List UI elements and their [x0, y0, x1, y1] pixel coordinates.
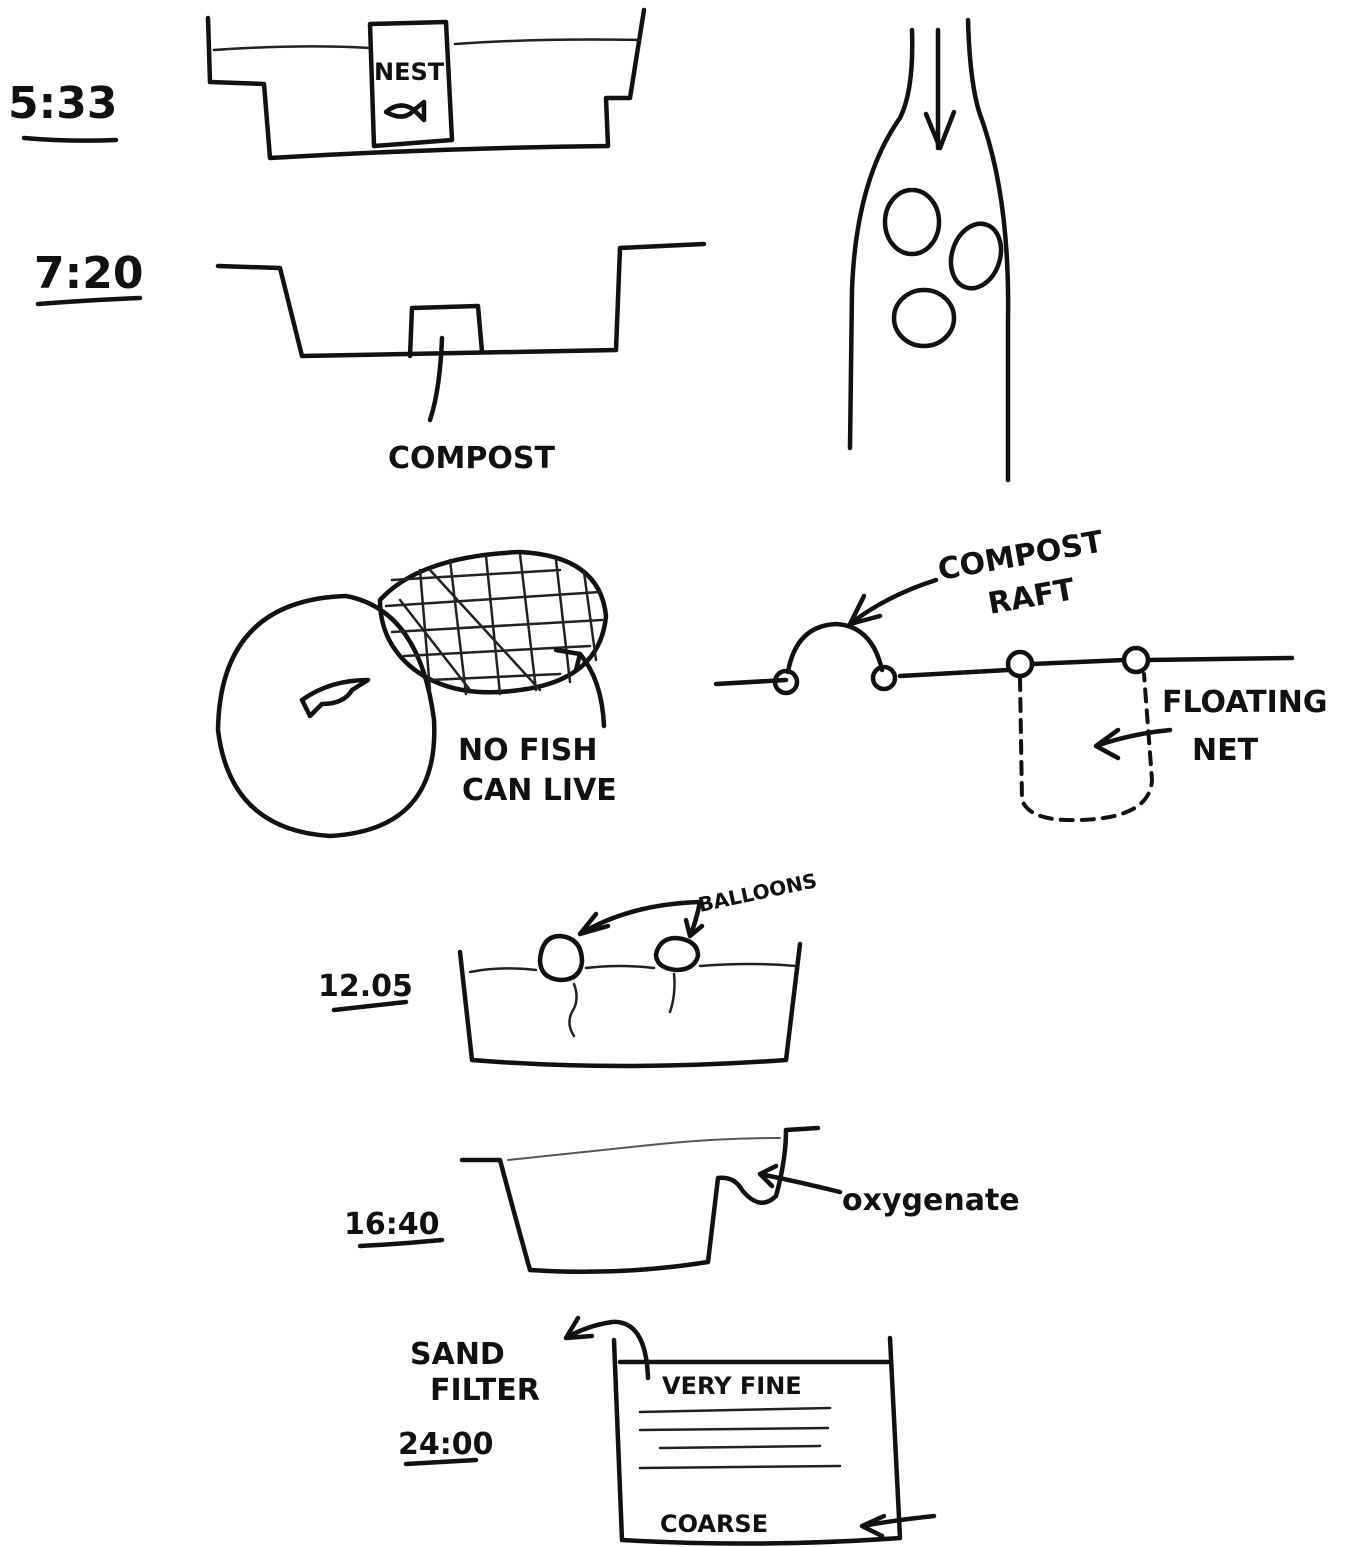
compost-pointer: [427, 335, 445, 423]
fish-icon: [383, 99, 427, 123]
timestamp-underline: [357, 1237, 445, 1249]
timestamp-label: 16:40: [344, 1207, 440, 1242]
raft-float: [870, 664, 898, 692]
balloon-arrow: [683, 899, 705, 939]
timestamp-5-33: 5:33: [8, 78, 119, 143]
timestamp-underline: [35, 295, 143, 307]
raft-arrow: [847, 577, 939, 627]
water-surface: [212, 38, 642, 52]
net-float: [1121, 645, 1151, 675]
floating-net-label-1: FLOATING: [1162, 685, 1327, 720]
compost-box: [407, 303, 485, 359]
nest-label: NEST: [374, 58, 445, 86]
timestamp-12-05: 12.05: [318, 969, 413, 1013]
compost-label: COMPOST: [388, 441, 555, 476]
pond-outline: [205, 7, 647, 161]
timestamp-7-20: 7:20: [34, 248, 143, 307]
pond-circle: [215, 593, 437, 839]
balloon: [653, 935, 701, 973]
balloon-string: [568, 982, 578, 1038]
raft-float: [772, 668, 800, 696]
sand-filter-label-1: SAND: [410, 1337, 505, 1372]
raft-net-sketch: COMPOST RAFT FLOATING NET: [713, 524, 1327, 823]
balloon-string: [668, 972, 676, 1014]
bubble: [891, 287, 957, 349]
flow-arrow-head: [923, 109, 957, 151]
water-line: [713, 655, 1295, 687]
timestamp-16-40: 16:40: [344, 1207, 445, 1249]
inflow-arrow: [859, 1513, 937, 1539]
net-hatch: [384, 552, 604, 696]
tube-left-wall: [847, 27, 915, 451]
no-fish-label-1: NO FISH: [458, 733, 597, 768]
compost-raft-label-1: COMPOST: [935, 524, 1106, 588]
timestamp-label: 7:20: [34, 248, 143, 299]
balloon-arrow: [577, 899, 703, 937]
coarse-label: COARSE: [660, 1510, 768, 1538]
no-fish-label-2: CAN LIVE: [462, 773, 617, 808]
fish-net-sketch: NO FISH CAN LIVE: [215, 549, 617, 839]
filter-layers: [638, 1406, 842, 1470]
balloon: [537, 933, 585, 983]
filter-tank: [611, 1335, 903, 1546]
oxygenate-sketch: oxygenate: [459, 1125, 1020, 1275]
bubble: [882, 187, 942, 257]
net-arrow: [1093, 727, 1173, 761]
timestamp-underline: [403, 1457, 479, 1467]
timestamp-underline: [21, 135, 119, 143]
pond-outline: [215, 241, 707, 359]
oxygenate-label: oxygenate: [842, 1183, 1020, 1218]
pond-outline: [459, 1125, 821, 1275]
sand-filter-sketch: SAND FILTER 24:00 VERY FINE COARSE: [398, 1315, 937, 1546]
water-surface: [468, 962, 798, 974]
timestamp-label: 24:00: [398, 1427, 494, 1462]
compost-pond-sketch: COMPOST: [215, 241, 707, 476]
timestamp-label: 5:33: [8, 78, 117, 129]
oxygenate-arrow: [757, 1163, 843, 1195]
net-float: [1005, 649, 1035, 679]
net-area: [377, 549, 609, 695]
timestamp-label: 12.05: [318, 969, 413, 1004]
flow-tube-sketch: [847, 17, 1011, 483]
very-fine-label: VERY FINE: [662, 1372, 802, 1400]
compost-raft-label-2: RAFT: [985, 572, 1078, 622]
nest-box: [367, 19, 455, 149]
balloons-sketch: BALLOONS: [457, 868, 819, 1069]
compost-raft: [785, 621, 885, 675]
net-pointer: [553, 647, 607, 729]
tank-outline: [457, 941, 803, 1069]
timestamp-underline: [331, 999, 409, 1013]
nest-pond-sketch: NEST: [205, 7, 647, 161]
balloons-label: BALLOONS: [696, 868, 819, 917]
floating-net: [1018, 672, 1155, 823]
bubble: [948, 221, 1004, 291]
floating-net-label-2: NET: [1192, 733, 1259, 768]
sand-filter-label-2: FILTER: [430, 1373, 540, 1408]
water-surface: [507, 1137, 781, 1161]
fish-icon: [299, 677, 371, 719]
outflow-arrow: [563, 1315, 651, 1381]
tube-right-wall: [965, 17, 1011, 483]
